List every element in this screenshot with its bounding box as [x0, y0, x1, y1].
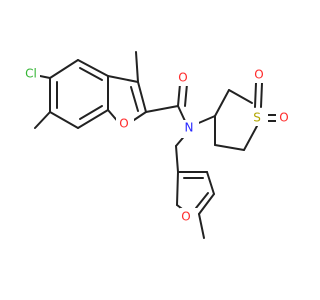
sulfonyl-oxygen-right-label: O [279, 111, 288, 125]
bond [145, 105, 179, 113]
bond-inner [260, 82, 263, 108]
bond [206, 171, 215, 195]
methylfuran-oxygen-label: O [181, 210, 190, 224]
bond [137, 81, 147, 113]
furan-oxygen-label: O [119, 117, 128, 131]
chlorine-label: Cl [25, 67, 37, 81]
bond-inner [195, 192, 209, 209]
bond-inner [184, 83, 188, 107]
bond [177, 83, 181, 107]
bond [198, 193, 215, 215]
carbonyl-oxygen-label: O [178, 71, 187, 85]
bond [175, 145, 179, 173]
bond [243, 125, 258, 151]
bond [34, 111, 51, 129]
amide-nitrogen-label: N [185, 121, 194, 135]
sulfonyl-sulfur-label: S [253, 111, 261, 125]
bond [177, 105, 186, 122]
bond [49, 59, 79, 79]
bond-inner [130, 86, 139, 112]
bond [198, 213, 205, 239]
bond-inner [79, 67, 103, 81]
bond [49, 111, 79, 129]
molecule-structure: Cl O O N S O O O [18, 51, 294, 239]
bond-inner [79, 105, 103, 120]
bond [176, 171, 179, 206]
bond [254, 82, 257, 108]
bond-layer [34, 51, 279, 239]
bond [39, 75, 51, 79]
bond [228, 89, 253, 104]
bond [77, 59, 109, 77]
sulfonyl-oxygen-top-label: O [254, 68, 263, 82]
bond [107, 75, 139, 83]
bond [214, 144, 245, 151]
bond [77, 109, 109, 129]
bond [214, 89, 230, 117]
atom-label-layer: Cl O O N S O O O [18, 65, 294, 226]
bond [135, 51, 139, 83]
